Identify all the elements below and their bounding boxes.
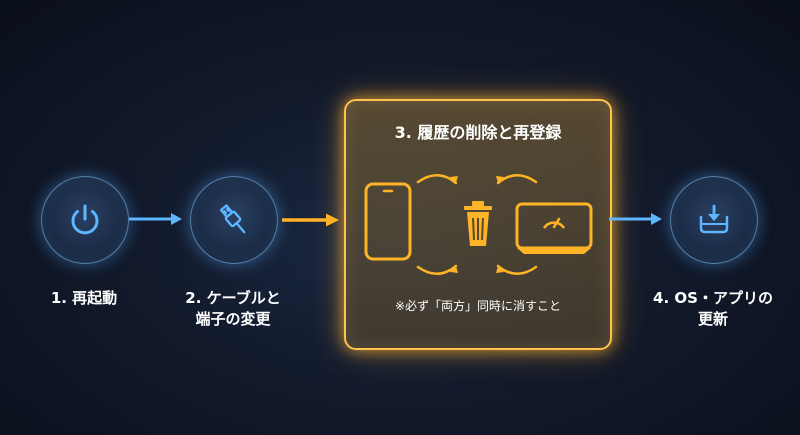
arrow-2-to-3	[282, 213, 339, 227]
step-4-circle	[670, 176, 758, 264]
step-2-label-line-2: 端子の変更	[195, 310, 271, 328]
step-3-box: 3. 履歴の削除と再登録	[344, 99, 612, 350]
arrow-1-to-2	[129, 213, 182, 225]
step-2-circle	[190, 176, 278, 264]
download-tray-icon	[699, 204, 729, 234]
arrow-3-to-4	[609, 213, 662, 225]
smartphone-icon	[364, 182, 412, 261]
step-3-note: ※必ず「両方」同時に消すこと	[394, 299, 562, 313]
step-1-label: 1. 再起動	[33, 288, 135, 309]
usb-cable-icon	[219, 204, 246, 234]
step-1-circle	[41, 176, 129, 264]
power-icon	[71, 204, 99, 235]
step-4-label-line-1: 4. OS・アプリの	[653, 289, 773, 307]
car-display-icon	[515, 202, 593, 254]
step-4-label: 4. OS・アプリの 更新	[637, 288, 789, 330]
cycle-arrows	[416, 174, 538, 275]
step-3-graphic	[364, 174, 593, 275]
step-2-label: 2. ケーブルと 端子の変更	[176, 288, 290, 330]
step-2-label-line-1: 2. ケーブルと	[185, 289, 281, 307]
step-1-label-line-1: 1. 再起動	[50, 289, 118, 307]
trash-icon	[464, 201, 492, 246]
step-4-label-line-2: 更新	[697, 310, 728, 328]
step-3-title: 3. 履歴の削除と再登録	[394, 123, 562, 142]
